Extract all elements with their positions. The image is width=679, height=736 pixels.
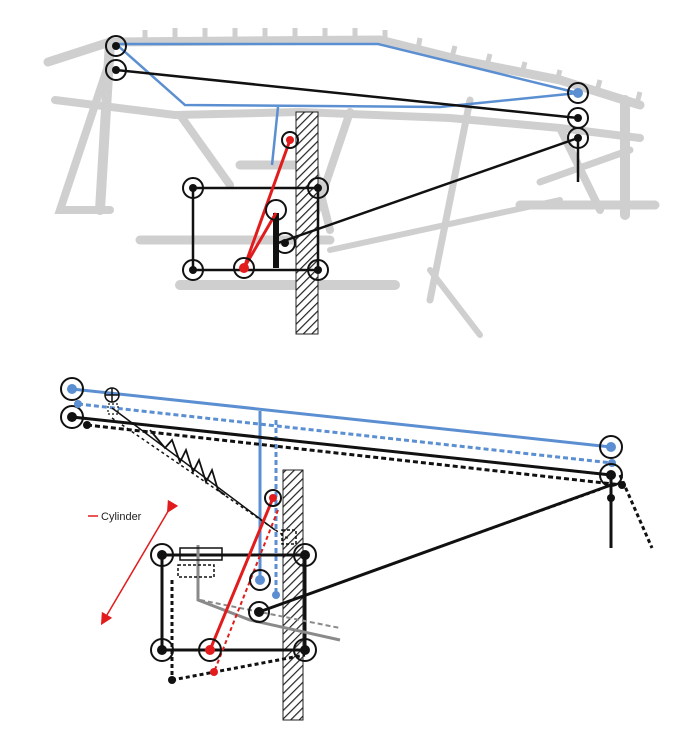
- pivot-top-left: [105, 35, 127, 57]
- pivot-cyl-mid: [274, 232, 296, 254]
- cylinder-stroke-arrow: [100, 499, 179, 626]
- pivot-lower-box-tl: [150, 543, 174, 567]
- pivot-lower-box-br: [293, 638, 317, 662]
- fixed-wall-hatch-lower: [282, 469, 304, 721]
- fixed-wall-hatch: [295, 111, 319, 335]
- spring: [149, 429, 226, 496]
- upper-panel: [43, 28, 660, 338]
- upper-joints: [105, 35, 589, 281]
- black-linkage-lower: [71, 415, 654, 682]
- pivot-lower-right-mid: [599, 463, 623, 487]
- pivot-lower-red-bottom: [198, 638, 222, 662]
- pivot-cyl-top: [265, 199, 287, 221]
- pivot-lower-box-tr: [293, 543, 317, 567]
- red-linkage-lower: [208, 497, 279, 673]
- blue-linkage-lower: [71, 387, 613, 595]
- background-frame: [43, 35, 660, 338]
- blue-linkage: [112, 42, 579, 166]
- pivot-lower-left: [60, 405, 84, 429]
- pivot-red-bottom: [233, 257, 255, 279]
- lower-joints: [60, 377, 626, 684]
- pivot-box-tl: [182, 177, 204, 199]
- pivot-lower-top-left: [60, 377, 84, 401]
- pivot-lower-right-top: [599, 435, 623, 459]
- pivot-lower-cyl: [248, 601, 270, 623]
- black-linkage: [115, 68, 580, 272]
- pivot-box-br: [307, 259, 329, 281]
- pivot-box-tr: [307, 177, 329, 199]
- pivot-box-bl: [182, 259, 204, 281]
- cylinder-label: Cylinder: [101, 511, 142, 523]
- pivot-right-blue: [567, 82, 589, 104]
- cylinder-legend: Cylinder: [88, 511, 142, 523]
- pivot-right-low: [567, 127, 589, 149]
- lower-panel: Cylinder: [60, 377, 654, 721]
- pivot-red-top: [281, 131, 299, 149]
- pivot-lower-red-top: [264, 489, 282, 507]
- beam-ticks: [142, 28, 643, 104]
- pivot-lower-blue-mid: [249, 569, 271, 591]
- pivot-left-lower: [105, 59, 127, 81]
- pivot-lower-box-bl: [150, 638, 174, 662]
